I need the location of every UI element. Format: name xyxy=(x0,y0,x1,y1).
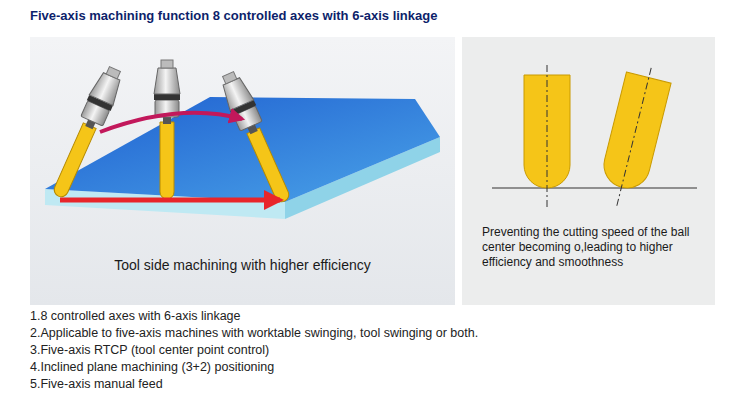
title: Five-axis machining function 8 controlle… xyxy=(30,8,437,23)
feature-item: 2.Applicable to five-axis machines with … xyxy=(30,325,740,342)
feature-item: 5.Five-axis manual feed xyxy=(30,376,740,393)
feature-item: 3.Five-axis RTCP (tool center point cont… xyxy=(30,342,740,359)
illustration-panel: Tool side machining with higher efficien… xyxy=(30,37,455,305)
illustration-panel: Preventing the cutting speed of the ball… xyxy=(462,37,715,305)
feature-list: 1.8 controlled axes with 6-axis linkage2… xyxy=(30,308,740,393)
panel-caption: Tool side machining with higher efficien… xyxy=(30,257,455,275)
feature-item: 1.8 controlled axes with 6-axis linkage xyxy=(30,308,740,325)
feature-item: 4.Inclined plane machining (3+2) positio… xyxy=(30,359,740,376)
panel-caption: Preventing the cutting speed of the ball… xyxy=(482,225,707,270)
